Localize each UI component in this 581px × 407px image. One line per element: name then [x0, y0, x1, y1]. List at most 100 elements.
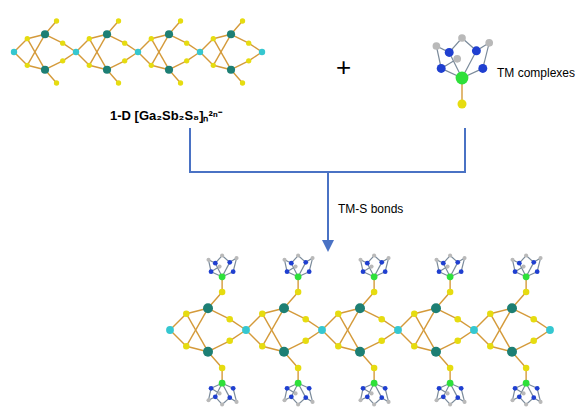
sulfur-atom	[87, 63, 92, 68]
sulfur-atom	[454, 338, 461, 345]
carbon-atom	[206, 398, 210, 402]
nitrogen-atom	[437, 386, 442, 391]
nitrogen-atom	[361, 269, 366, 274]
sulfur-atom	[246, 58, 251, 63]
carbon-atom	[311, 400, 315, 404]
sulfur-atom	[183, 343, 190, 350]
carbon-atom	[294, 391, 298, 395]
plus-sign: +	[336, 52, 351, 83]
antimony-atom	[355, 303, 365, 313]
gallium-atom	[135, 49, 141, 55]
nitrogen-atom	[455, 395, 460, 400]
complex-label: TM complexes	[497, 66, 575, 80]
nitrogen-atom	[517, 261, 522, 266]
carbon-atom	[235, 256, 239, 260]
antimony-atom	[355, 347, 365, 357]
sulfur-atom	[122, 40, 127, 45]
bond	[27, 39, 45, 70]
reaction-arrow	[327, 172, 329, 242]
nitrogen-atom	[535, 269, 540, 274]
antimony-atom	[203, 303, 213, 313]
antimony-atom	[203, 347, 213, 357]
sulfur-atom	[371, 365, 378, 372]
carbon-atom	[463, 400, 467, 404]
carbon-atom	[358, 258, 362, 262]
bond	[151, 34, 169, 65]
metal-atom	[219, 380, 226, 387]
carbon-atom	[510, 258, 514, 262]
sulfur-atom	[183, 310, 190, 317]
nitrogen-atom	[307, 386, 312, 391]
carbon-atom	[372, 402, 376, 406]
sulfur-atom	[378, 338, 385, 345]
nitrogen-atom	[361, 386, 366, 391]
carbon-atom	[235, 400, 239, 404]
sulfur-atom	[184, 40, 189, 45]
gallium-atom	[242, 326, 250, 334]
sulfur-atom	[259, 343, 266, 350]
nitrogen-atom	[535, 386, 540, 391]
nitrogen-atom	[459, 269, 464, 274]
sulfur-atom	[335, 343, 342, 350]
sulfur-atom	[211, 63, 216, 68]
nitrogen-atom	[303, 395, 308, 400]
carbon-atom	[524, 254, 528, 258]
sulfur-atom	[523, 289, 530, 296]
antimony-atom	[103, 30, 111, 38]
antimony-atom	[431, 303, 441, 313]
carbon-atom	[387, 256, 391, 260]
nitrogen-atom	[383, 386, 388, 391]
metal-atom	[447, 273, 454, 280]
nitrogen-atom	[303, 260, 308, 265]
nitrogen-atom	[289, 394, 294, 399]
sulfur-atom	[211, 36, 216, 41]
sulfur-atom	[240, 80, 245, 85]
nitrogen-atom	[383, 269, 388, 274]
bond	[213, 34, 231, 65]
carbon-atom	[294, 265, 298, 269]
sulfur-atom	[530, 316, 537, 323]
sulfur-atom	[259, 310, 266, 317]
sulfur-atom	[454, 316, 461, 323]
bond	[490, 314, 512, 352]
sulfur-atom	[54, 18, 59, 23]
bond	[338, 314, 360, 352]
bond	[89, 39, 107, 70]
carbon-atom	[458, 34, 466, 42]
sulfur-atom	[530, 338, 537, 345]
antimony-atom	[507, 303, 517, 313]
gallium-atom	[11, 49, 17, 55]
bond	[414, 314, 436, 352]
bond	[262, 314, 284, 352]
antimony-atom	[227, 66, 235, 74]
carbon-atom	[485, 39, 493, 47]
carbon-atom	[218, 391, 222, 395]
gallium-atom	[546, 326, 554, 334]
metal-atom	[371, 380, 378, 387]
sulfur-atom	[447, 365, 454, 372]
sulfur-atom	[178, 18, 183, 23]
nitrogen-atom	[209, 386, 214, 391]
carbon-atom	[539, 256, 543, 260]
carbon-atom	[358, 398, 362, 402]
carbon-atom	[510, 398, 514, 402]
metal-atom	[523, 273, 530, 280]
carbon-atom	[539, 400, 543, 404]
nitrogen-atom	[437, 64, 446, 73]
nitrogen-atom	[455, 260, 460, 265]
sulfur-atom	[87, 36, 92, 41]
sulfur-atom	[487, 343, 494, 350]
carbon-atom	[282, 398, 286, 402]
gallium-atom	[259, 49, 265, 55]
nitrogen-atom	[213, 261, 218, 266]
sulfur-atom	[116, 18, 121, 23]
sulfur-atom	[411, 310, 418, 317]
carbon-atom	[220, 402, 224, 406]
bond-layer	[14, 21, 550, 404]
nitrogen-atom	[513, 269, 518, 274]
carbon-atom	[448, 254, 452, 258]
nitrogen-atom	[531, 260, 536, 265]
antimony-atom	[41, 30, 49, 38]
